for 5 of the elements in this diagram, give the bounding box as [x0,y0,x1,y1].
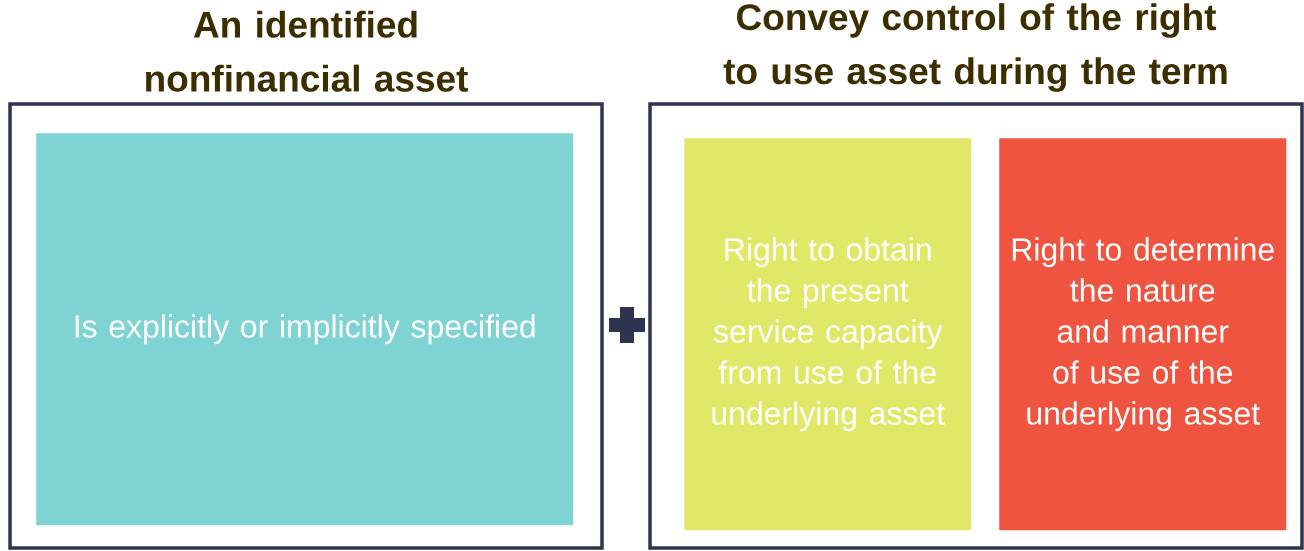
text-box: Right to determine the nature and manner of use of the underlying asset [999,138,1287,531]
heading: Convey control of the right to use asset during the term [723,3,1227,92]
text-box: Is explicitly or implicitly specified [36,133,574,526]
text-box: Right to obtain the present service capacity from use of the underlying asset [684,138,972,531]
heading: An identified nonfinancial asset [146,10,468,92]
